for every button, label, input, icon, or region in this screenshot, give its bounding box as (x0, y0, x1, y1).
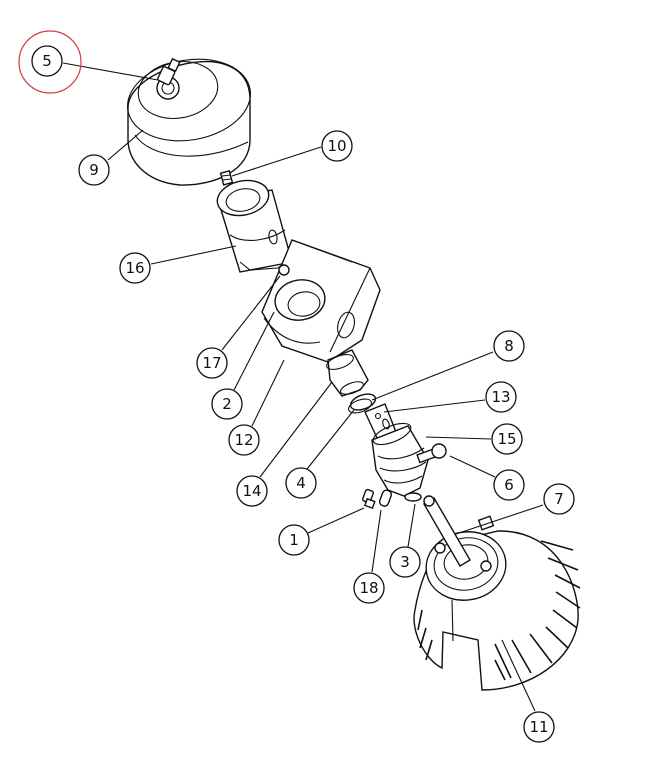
part-5-fitting (156, 57, 181, 100)
part-6-knob (416, 443, 447, 464)
callout-label: 3 (400, 553, 410, 571)
part-3-small-ring (404, 492, 422, 502)
callout-label: 5 (42, 52, 52, 70)
part-10-nipple (219, 170, 234, 186)
part-11-shield (413, 515, 581, 691)
callout-label: 4 (296, 474, 306, 492)
callout-6[interactable]: 6 (493, 469, 525, 501)
callout-label: 13 (491, 388, 510, 406)
callout-5[interactable]: 5 (31, 45, 63, 77)
callout-10[interactable]: 10 (321, 130, 353, 162)
callout-18[interactable]: 18 (353, 572, 385, 604)
leader-lines (62, 62, 544, 712)
callout-label: 2 (222, 395, 232, 413)
callout-11[interactable]: 11 (523, 711, 555, 743)
callout-17[interactable]: 17 (196, 347, 228, 379)
part-8-o-ring (349, 393, 377, 411)
callout-8[interactable]: 8 (493, 330, 525, 362)
callout-3[interactable]: 3 (389, 546, 421, 578)
callout-label: 9 (89, 161, 99, 179)
part-1-small-fitting (362, 488, 376, 510)
callout-7[interactable]: 7 (543, 483, 575, 515)
part-18-clip (378, 489, 393, 507)
callout-label: 16 (125, 259, 144, 277)
callout-9[interactable]: 9 (78, 154, 110, 186)
callout-label: 8 (504, 337, 514, 355)
callout-13[interactable]: 13 (485, 381, 517, 413)
callout-15[interactable]: 15 (491, 423, 523, 455)
part-9-housing (126, 58, 252, 186)
callout-12[interactable]: 12 (228, 424, 260, 456)
callout-4[interactable]: 4 (285, 467, 317, 499)
part-14-nut (326, 349, 369, 397)
callout-label: 1 (289, 531, 299, 549)
callout-label: 11 (529, 718, 548, 736)
callout-label: 10 (327, 137, 346, 155)
callout-label: 14 (242, 482, 261, 500)
callout-label: 12 (234, 431, 253, 449)
part-15-valve-body (371, 422, 429, 502)
callout-label: 15 (497, 430, 516, 448)
part-7-rod (423, 495, 471, 567)
callout-label: 6 (504, 476, 514, 494)
highlight-ring (18, 30, 82, 94)
callout-16[interactable]: 16 (119, 252, 151, 284)
callout-14[interactable]: 14 (236, 475, 268, 507)
part-17-pin (278, 264, 290, 276)
part-12-block (261, 239, 381, 363)
callout-2[interactable]: 2 (211, 388, 243, 420)
callout-label: 7 (554, 490, 564, 508)
callout-label: 17 (202, 354, 221, 372)
part-16-cylinder (216, 179, 293, 273)
callout-1[interactable]: 1 (278, 524, 310, 556)
part-4-o-ring (347, 398, 373, 414)
callout-label: 18 (359, 579, 378, 597)
